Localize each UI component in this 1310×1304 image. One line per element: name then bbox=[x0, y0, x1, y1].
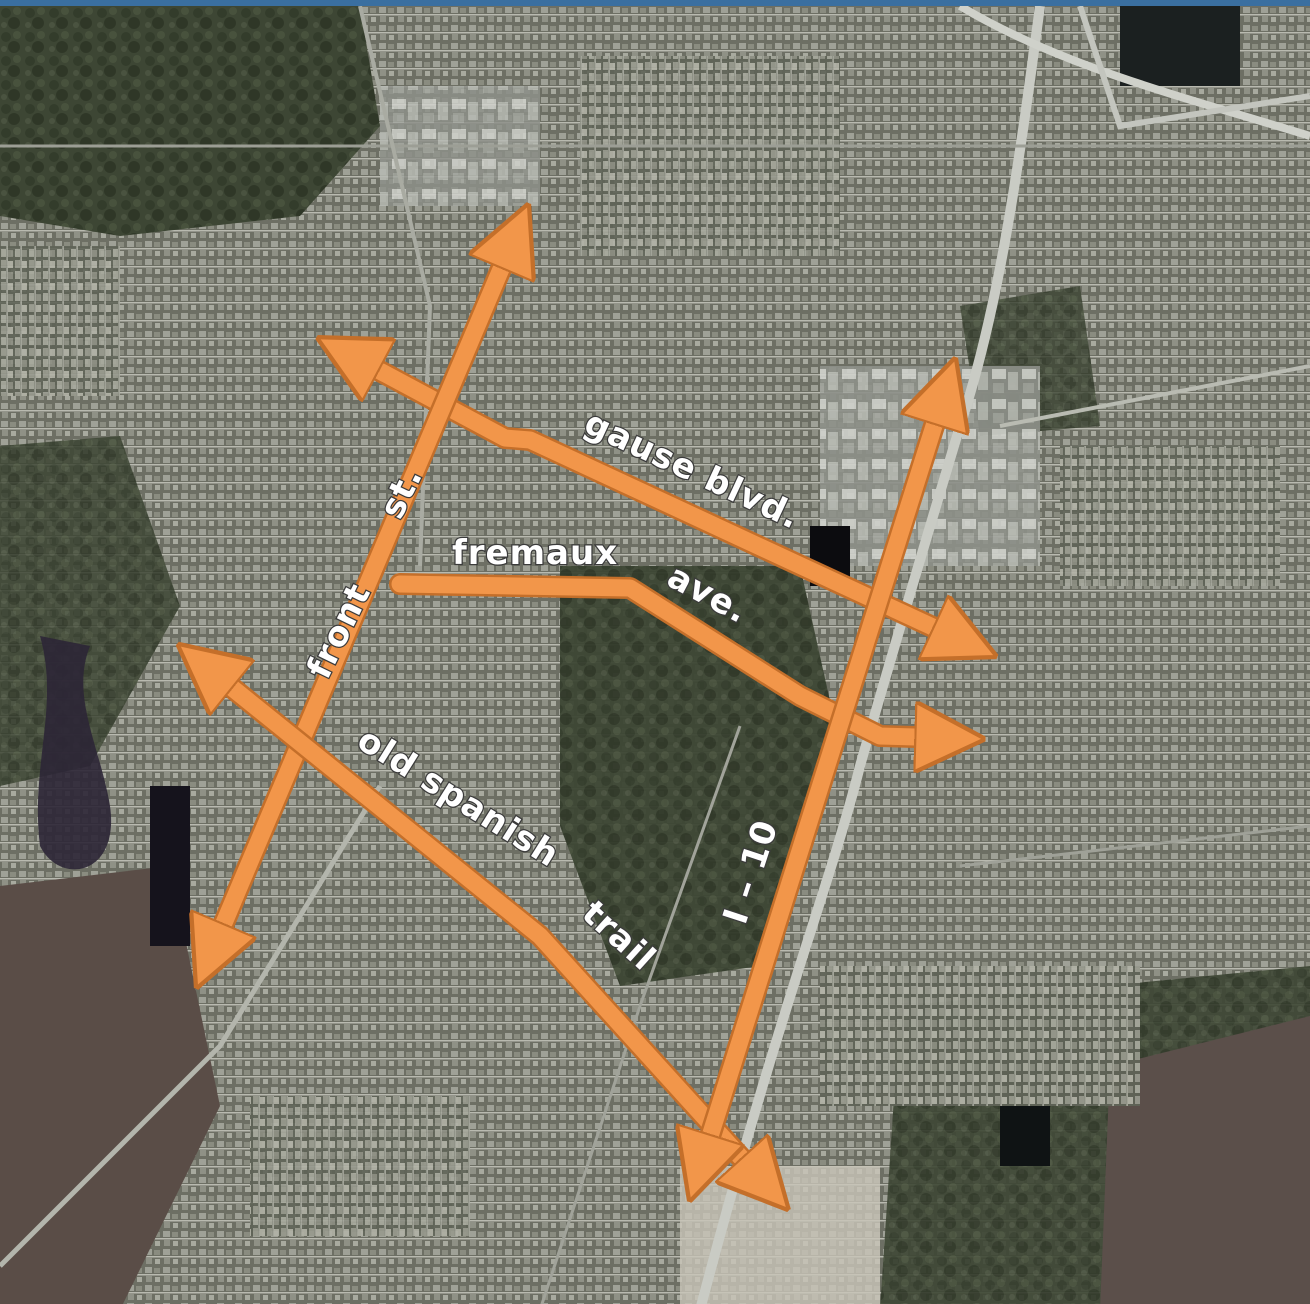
road-i-10 bbox=[700, 391, 945, 1168]
route-overlay: gause blvd. front st. fremaux ave. old s… bbox=[0, 6, 1310, 1304]
i-10-arrow bbox=[700, 391, 945, 1168]
old-spanish-trail-suffix-label: trail bbox=[574, 893, 663, 979]
front-st-label: front bbox=[299, 577, 379, 685]
road-old-spanish-trail bbox=[205, 666, 765, 1184]
fremaux-ave-label: fremaux bbox=[452, 533, 618, 573]
